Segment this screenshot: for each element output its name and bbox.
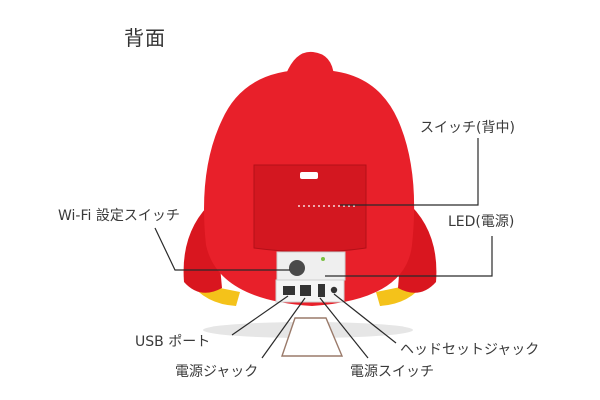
page-title: 背面: [124, 26, 166, 50]
label-headset-jack: ヘッドセットジャック: [400, 342, 540, 358]
label-switch-back: スイッチ(背中): [420, 120, 515, 136]
wifi-button: [289, 260, 305, 276]
line-power-switch: [319, 297, 369, 359]
led-dot: [321, 257, 325, 261]
upper-panel: [276, 251, 346, 281]
headset-jack: [330, 286, 338, 294]
power-switch: [318, 284, 325, 297]
usb-port: [283, 286, 295, 295]
power-jack: [300, 285, 311, 296]
head-tuft: [286, 51, 334, 76]
line-wifi: [154, 227, 290, 271]
label-power-jack: 電源ジャック: [175, 364, 259, 380]
label-usb-port: USB ポート: [135, 334, 211, 350]
line-led: [325, 236, 493, 277]
line-switch-back: [340, 138, 479, 206]
line-power-jack: [261, 297, 306, 359]
line-usb: [231, 295, 289, 336]
label-led: LED(電源): [448, 214, 515, 230]
label-power-switch: 電源スイッチ: [350, 364, 434, 380]
line-headset: [333, 293, 397, 344]
back-switch-button: [300, 172, 318, 179]
label-wifi-switch: Wi-Fi 設定スイッチ: [58, 208, 180, 224]
stand: [281, 317, 344, 357]
